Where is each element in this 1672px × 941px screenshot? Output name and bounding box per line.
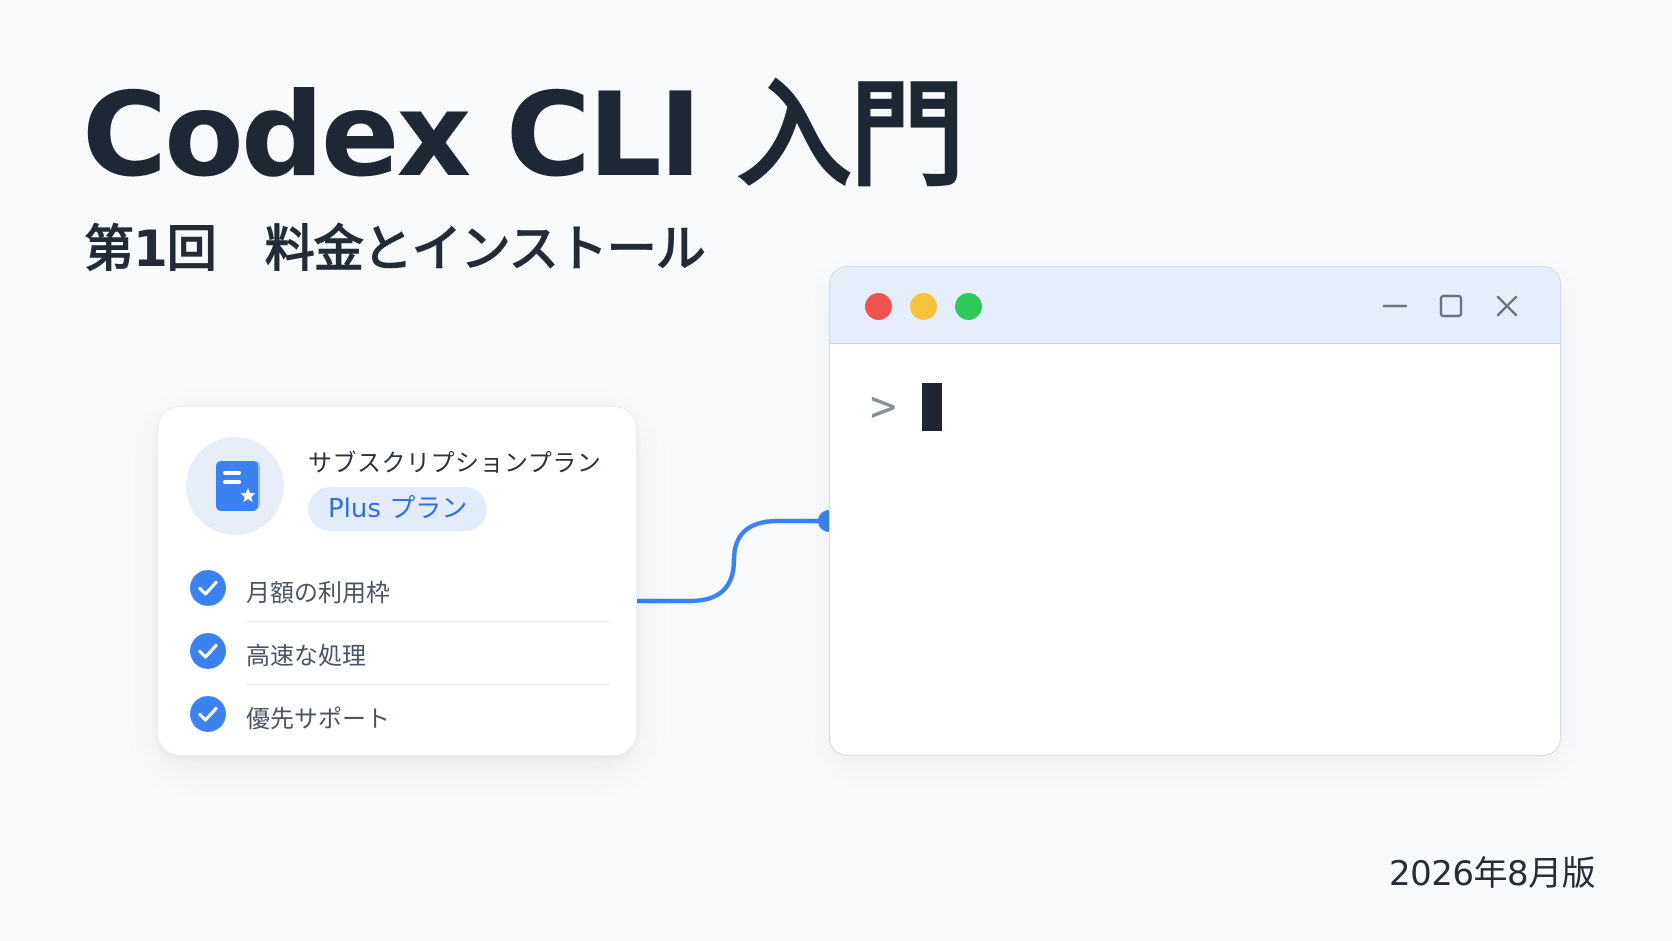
- plan-card: サブスクリプションプラン Plus プラン 月額の利用枠 高速な処理: [157, 406, 637, 756]
- feature-list: 月額の利用枠 高速な処理 優先サポート: [190, 559, 610, 748]
- page-title: Codex CLI 入門: [82, 68, 965, 203]
- check-circle-icon: [190, 696, 226, 732]
- terminal-title-bar[interactable]: [830, 267, 1560, 344]
- plan-card-heading: サブスクリプションプラン: [308, 449, 602, 477]
- minimize-icon[interactable]: [1380, 291, 1410, 321]
- feature-label: 高速な処理: [246, 642, 366, 670]
- list-item: 高速な処理: [190, 622, 610, 685]
- divider: [246, 621, 610, 622]
- text-cursor[interactable]: [922, 383, 942, 431]
- check-circle-icon: [190, 570, 226, 606]
- feature-label: 月額の利用枠: [246, 579, 390, 607]
- list-item: 月額の利用枠: [190, 559, 610, 622]
- feature-label: 優先サポート: [246, 705, 390, 733]
- plan-badge: Plus プラン: [308, 487, 488, 531]
- prompt-symbol: >: [870, 381, 897, 432]
- minimize-dot-icon[interactable]: [910, 293, 937, 320]
- document-star-icon: [216, 461, 260, 511]
- edition-label: 2026年8月版: [1389, 854, 1596, 894]
- zoom-dot-icon[interactable]: [955, 293, 982, 320]
- terminal-window[interactable]: >: [829, 266, 1561, 756]
- maximize-icon[interactable]: [1436, 291, 1466, 321]
- list-item: 優先サポート: [190, 685, 610, 748]
- page-subtitle: 第1回 料金とインストール: [84, 220, 706, 278]
- close-dot-icon[interactable]: [865, 293, 892, 320]
- close-icon[interactable]: [1492, 291, 1522, 321]
- check-circle-icon: [190, 633, 226, 669]
- plan-icon-circle: [186, 437, 284, 535]
- divider: [246, 684, 610, 685]
